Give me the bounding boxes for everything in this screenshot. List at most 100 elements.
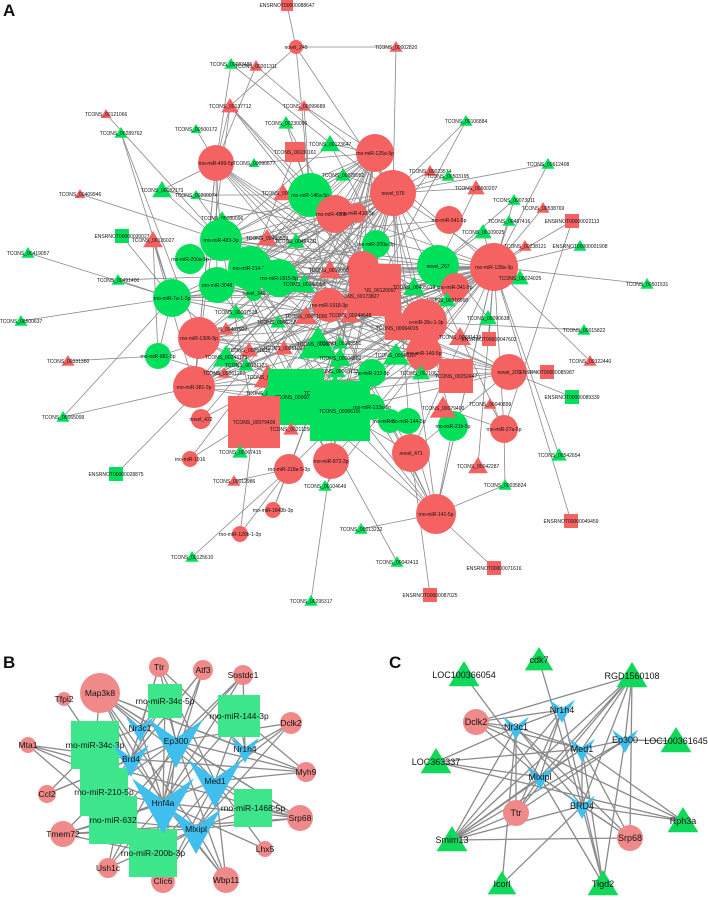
node-label: TCONS_00419057: [7, 251, 50, 257]
node-label: rno-miR-133a-5p: [353, 405, 391, 411]
node: TCONS_00230096: [265, 116, 307, 129]
triangle-node-icon: [152, 181, 172, 198]
node: Nr1h4: [231, 737, 259, 763]
triangle-node-icon: [449, 327, 471, 345]
node-label: Nr3c1: [504, 722, 528, 732]
triangle-node-icon: [423, 165, 437, 176]
edge: [475, 675, 633, 723]
square-node-icon: [540, 365, 554, 379]
node-label: Srp68: [289, 813, 312, 823]
edge: [515, 739, 626, 814]
triangle-node-icon: [212, 345, 240, 367]
node: ENSRNOT00000088647: [259, 0, 315, 11]
square-node-icon: [115, 229, 129, 243]
node: rno-miR-7a-1-3p: [153, 279, 191, 317]
vee-node-icon: [126, 716, 154, 742]
node-label: ENSRNOT00000028875: [88, 472, 143, 478]
node-label: rno-miR-218a-5-3p: [268, 467, 310, 473]
node-label: rno-miR-210-5p: [74, 787, 134, 797]
edge: [162, 802, 301, 819]
triangle-node-icon: [278, 116, 294, 129]
node: TCONS_00407920: [205, 322, 247, 335]
node-label: TCONS_00137712: [209, 104, 252, 110]
edge: [539, 709, 563, 778]
node: rno-miR-212-5p: [354, 359, 390, 387]
node: novel_576: [370, 170, 416, 216]
node-label: TCONS_00082813: [297, 342, 340, 348]
node: TCONS_00106884: [445, 115, 487, 126]
node: TCONS_00061000: [285, 306, 327, 324]
node-label: TCONS_00251818: [228, 348, 271, 354]
node: TCONS_00210621: [400, 365, 442, 380]
circle-node-icon: [296, 762, 316, 782]
triangle-node-icon: [583, 355, 597, 366]
edge: [392, 192, 505, 430]
node-label: BRD4: [570, 801, 594, 811]
edge: [581, 748, 684, 822]
node: Ush1c: [96, 858, 121, 878]
node-label: TCONS_00200074: [175, 193, 218, 199]
node-label: Med1: [571, 744, 594, 754]
node-label: rno-miR-34b-3p: [372, 419, 407, 425]
triangle-node-icon: [329, 348, 351, 366]
edge: [451, 837, 631, 841]
edge: [27, 252, 173, 299]
node: ENSRNOT00000085987: [519, 365, 575, 379]
circle-node-icon: [289, 40, 303, 54]
node-label: TCONS_00013232: [340, 527, 383, 533]
triangle-node-icon: [217, 367, 231, 378]
node: rno-miR-381-3p: [173, 366, 215, 408]
node-label: TCONS_00066106: [319, 409, 362, 415]
node: TCONS_00123647: [309, 135, 351, 152]
node: TCONS_00126027: [132, 231, 174, 248]
node: TCONS_00104649: [304, 480, 346, 491]
triangle-node-icon: [297, 100, 311, 111]
edge: [515, 709, 563, 814]
node-label: RGD1560108: [604, 671, 659, 681]
circle-node-icon: [274, 454, 304, 484]
triangle-node-icon: [577, 324, 591, 335]
node: TCONS_00042413: [376, 556, 418, 567]
edge: [463, 674, 541, 778]
triangle-node-icon: [616, 662, 648, 688]
edge: [253, 152, 376, 164]
node-label: novel_348: [242, 291, 265, 297]
triangle-node-icon: [240, 342, 258, 357]
node-label: ENSRNOT00000087025: [402, 593, 457, 599]
edge: [220, 239, 439, 267]
vee-node-icon: [132, 778, 194, 834]
node: LOC100361645: [644, 727, 708, 753]
triangle-node-icon: [507, 194, 521, 205]
triangle-node-icon: [56, 411, 70, 422]
circle-node-icon: [401, 299, 447, 345]
triangle-node-icon: [111, 274, 125, 285]
node-label: rno-miR-200a-3p: [357, 242, 395, 248]
node-label: novel_576: [381, 191, 404, 197]
node: rno-miR-21b-5p: [435, 411, 471, 441]
node-label: rno-miR-381-3p: [176, 385, 211, 391]
circle-node-icon: [280, 712, 302, 734]
node: Mta1: [19, 737, 38, 753]
node-label: rno-miR-1468-5p: [221, 803, 286, 813]
edge: [581, 675, 633, 750]
edges: [435, 659, 684, 885]
triangle-node-icon: [479, 310, 497, 325]
triangle-node-icon: [190, 124, 202, 133]
node: TCONS_00280966: [283, 274, 325, 292]
edge: [515, 726, 583, 750]
vee-node-icon: [113, 744, 149, 777]
triangle-node-icon: [518, 240, 532, 251]
triangle-node-icon: [389, 41, 403, 52]
node-label: TCONS_00101123: [225, 363, 267, 369]
node-label: rno-miR-120b-1-3p: [219, 532, 261, 538]
node-label: TCONS_00007529: [215, 310, 258, 316]
circle-node-icon: [200, 219, 242, 261]
node-label: LOC100361645: [644, 736, 708, 746]
edge: [200, 192, 394, 420]
node-label: ENSRNOT00000022113: [545, 219, 600, 225]
edge: [195, 722, 292, 830]
node: TCONS_00004502: [319, 348, 361, 366]
circle-node-icon: [392, 434, 430, 472]
node: TCONS_00542654: [538, 448, 580, 461]
edge: [62, 386, 195, 418]
